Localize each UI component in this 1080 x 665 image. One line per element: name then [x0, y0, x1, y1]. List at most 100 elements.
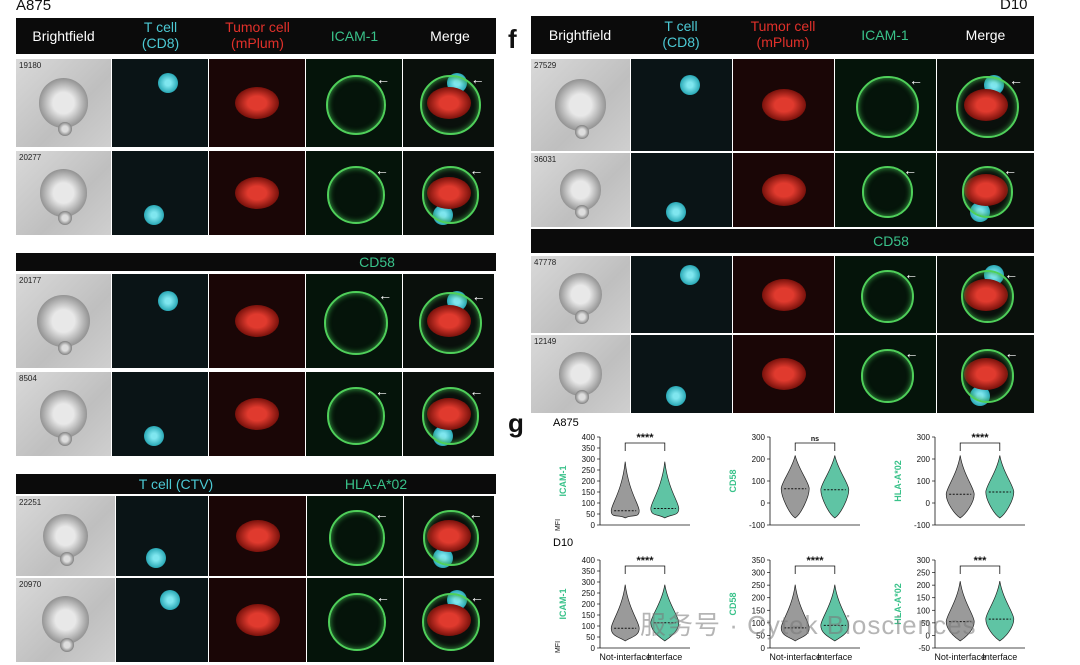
header-icam1: ICAM-1 — [330, 28, 379, 44]
y-tick-label: 300 — [582, 578, 596, 587]
y-tick-label: 150 — [582, 611, 596, 620]
tumor-signal — [235, 87, 279, 119]
left-row3-tcell-image — [112, 274, 208, 368]
arrow-icon: ← — [908, 71, 923, 88]
tcell-signal — [679, 264, 700, 285]
event-id: 20277 — [19, 153, 42, 162]
cell-shape — [559, 169, 602, 211]
cell-shape — [37, 294, 90, 348]
right-row2-brightfield-image: 36031 — [531, 153, 630, 227]
y-tick-label: 0 — [926, 499, 931, 508]
y-tick-label: 0 — [591, 521, 596, 530]
x-tick-label: Not-interface — [599, 652, 651, 662]
y-tick-label: 100 — [582, 622, 596, 631]
left-row1-tumor-image — [209, 59, 305, 147]
y-tick-label: 250 — [917, 569, 931, 578]
arrow-icon: ← — [374, 162, 389, 179]
left-row6-marker-image: ← — [307, 578, 403, 662]
violin-interface — [650, 461, 680, 519]
y-tick-label: 200 — [917, 581, 931, 590]
significance-label: ns — [811, 436, 819, 443]
significance-label: **** — [971, 432, 989, 444]
y-tick-label: 350 — [752, 556, 766, 565]
left-row5-merge-image: ← — [404, 496, 494, 576]
membrane-ring — [323, 290, 389, 356]
right-row1-marker-image: ← — [835, 59, 936, 151]
right-row2-tcell-image — [631, 153, 732, 227]
header-tumor-mplum: Tumor cell (mPlum) — [750, 18, 816, 50]
significance-bracket — [794, 565, 836, 574]
violin-plot-grid: 050100150200250300350400ICAM-1****-10001… — [555, 432, 1025, 662]
header-tcell-cd8: T cell (CD8) — [141, 19, 180, 51]
arrow-icon: ← — [378, 286, 393, 303]
y-tick-label: -50 — [918, 644, 930, 653]
y-axis-label: CD58 — [728, 592, 738, 615]
y-tick-label: 300 — [752, 569, 766, 578]
left-row3-merge-image: ← — [403, 274, 494, 368]
y-axis-label: ICAM-1 — [558, 466, 568, 497]
y-axis-label: CD58 — [728, 469, 738, 492]
y-tick-label: 50 — [586, 510, 595, 519]
y-tick-label: 100 — [752, 477, 766, 486]
event-id: 36031 — [534, 155, 557, 164]
y-tick-label: 0 — [926, 631, 931, 640]
right-cd58-bar: CD58 — [531, 229, 1034, 253]
y-tick-label: 300 — [752, 433, 766, 442]
y-tick-label: -100 — [749, 521, 766, 530]
header-merge: Merge — [965, 27, 1006, 43]
violin-interface — [985, 455, 1015, 519]
tumor-signal — [235, 177, 279, 209]
y-tick-label: 0 — [591, 644, 596, 653]
left-row2-merge-image: ← — [403, 151, 494, 235]
left-row4-merge-image: ← — [403, 372, 494, 456]
arrow-icon: ← — [374, 383, 389, 400]
cut-filter: filter — [484, 0, 501, 2]
y-tick-label: 200 — [582, 600, 596, 609]
violin-interface — [650, 584, 680, 642]
arrow-icon: ← — [1004, 265, 1019, 282]
event-id: 20970 — [19, 580, 42, 589]
y-tick-label: 50 — [921, 619, 930, 628]
arrow-icon: ← — [1003, 162, 1018, 179]
tcell-shape — [57, 210, 72, 225]
header-icam1: ICAM-1 — [861, 27, 909, 43]
tcell-shape — [574, 204, 589, 219]
tumor-signal — [761, 358, 806, 390]
cd58-label: CD58 — [359, 254, 395, 270]
significance-bracket — [959, 565, 1001, 574]
header-brightfield: Brightfield — [32, 28, 95, 44]
membrane-ring — [419, 291, 482, 355]
y-tick-label: 150 — [917, 594, 931, 603]
tumor-signal — [761, 89, 806, 121]
left-cd58-bar: CD58 — [16, 253, 496, 271]
mfi-label: MFI — [555, 519, 562, 531]
y-tick-label: 250 — [582, 589, 596, 598]
cell-shape — [41, 596, 89, 644]
membrane-ring — [861, 166, 914, 218]
y-tick-label: 300 — [917, 433, 931, 442]
header-brightfield: Brightfield — [548, 27, 612, 43]
y-tick-label: 0 — [761, 644, 766, 653]
membrane-ring — [960, 349, 1015, 403]
right-row1-brightfield-image: 27529 — [531, 59, 630, 151]
ctv-label: T cell (CTV) — [138, 476, 214, 492]
right-row1-merge-image: ← — [937, 59, 1034, 151]
left-row1-merge-image: ← — [403, 59, 494, 147]
y-tick-label: 250 — [582, 466, 596, 475]
x-tick-label: Interface — [647, 652, 682, 662]
right-row3-tumor-image — [733, 256, 834, 333]
membrane-ring — [860, 349, 915, 403]
watermark: 服务号 · Cytek Biosciences — [640, 610, 977, 640]
left-header-bar: Brightfield T cell (CD8) Tumor cell (mPl… — [16, 18, 496, 54]
left-row1-tcell-image — [112, 59, 208, 147]
tumor-signal — [235, 305, 279, 337]
y-tick-label: 200 — [582, 477, 596, 486]
left-row1-brightfield-image: 19180 — [16, 59, 111, 147]
event-id: 8504 — [19, 374, 37, 383]
y-tick-label: 100 — [752, 619, 766, 628]
left-row4-tcell-image — [112, 372, 208, 456]
right-row1-tumor-image — [733, 59, 834, 151]
y-axis-label: HLA-A*02 — [893, 460, 903, 502]
right-row4-tcell-image — [631, 335, 732, 413]
tcell-shape — [57, 341, 72, 356]
